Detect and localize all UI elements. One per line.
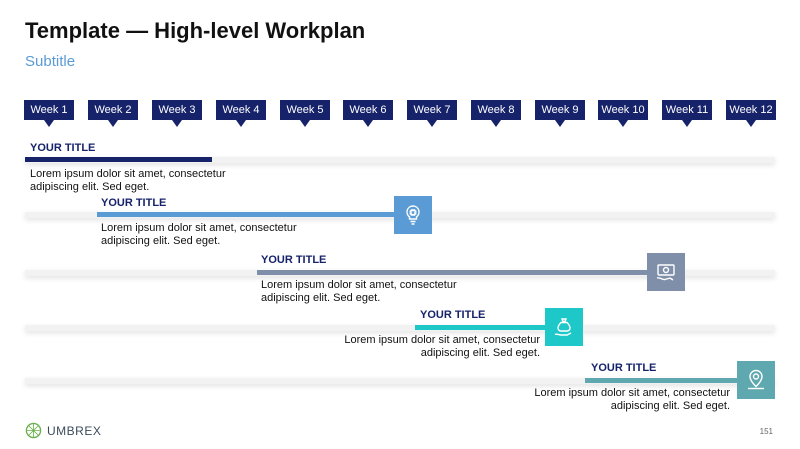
money-transfer-icon <box>647 253 685 291</box>
week-label: Week 3 <box>152 100 202 127</box>
task-description: Lorem ipsum dolor sit amet, consectetur … <box>30 168 226 193</box>
task-description: Lorem ipsum dolor sit amet, consectetur … <box>261 279 457 304</box>
week-label: Week 8 <box>471 100 521 127</box>
money-bag-hand-icon <box>545 308 583 346</box>
week-label: Week 7 <box>407 100 457 127</box>
task-bar <box>257 270 652 275</box>
task-title: YOUR TITLE <box>591 362 657 374</box>
week-label: Week 5 <box>280 100 330 127</box>
task-bar <box>415 325 550 330</box>
task-description: Lorem ipsum dolor sit amet, consectetur … <box>344 334 540 359</box>
location-dollar-icon <box>737 361 775 399</box>
timeline-track <box>25 325 775 331</box>
week-label: Week 9 <box>535 100 585 127</box>
timeline-track <box>25 378 775 384</box>
task-title: YOUR TITLE <box>261 254 327 266</box>
logo: UMBREX <box>25 422 101 439</box>
week-label: Week 1 <box>24 100 74 127</box>
week-label: Week 12 <box>726 100 776 127</box>
task-bar <box>585 378 745 383</box>
task-description: Lorem ipsum dolor sit amet, consectetur … <box>534 387 730 412</box>
task-title: YOUR TITLE <box>30 142 96 154</box>
week-label: Week 4 <box>216 100 266 127</box>
task-bar <box>97 212 397 217</box>
task-title: YOUR TITLE <box>420 309 486 321</box>
task-description: Lorem ipsum dolor sit amet, consectetur … <box>101 222 297 247</box>
week-label: Week 11 <box>662 100 712 127</box>
umbrex-logo-icon <box>25 422 42 439</box>
week-label: Week 6 <box>343 100 393 127</box>
logo-text: UMBREX <box>47 423 102 438</box>
timeline-track <box>25 157 775 163</box>
task-title: YOUR TITLE <box>101 197 167 209</box>
lightbulb-chip-icon <box>394 196 432 234</box>
task-bar <box>25 157 212 162</box>
page-title: Template — High-level Workplan <box>25 18 366 43</box>
week-label: Week 10 <box>598 100 648 127</box>
page-subtitle: Subtitle <box>25 53 76 70</box>
week-label: Week 2 <box>88 100 138 127</box>
page-number: 151 <box>759 427 773 436</box>
